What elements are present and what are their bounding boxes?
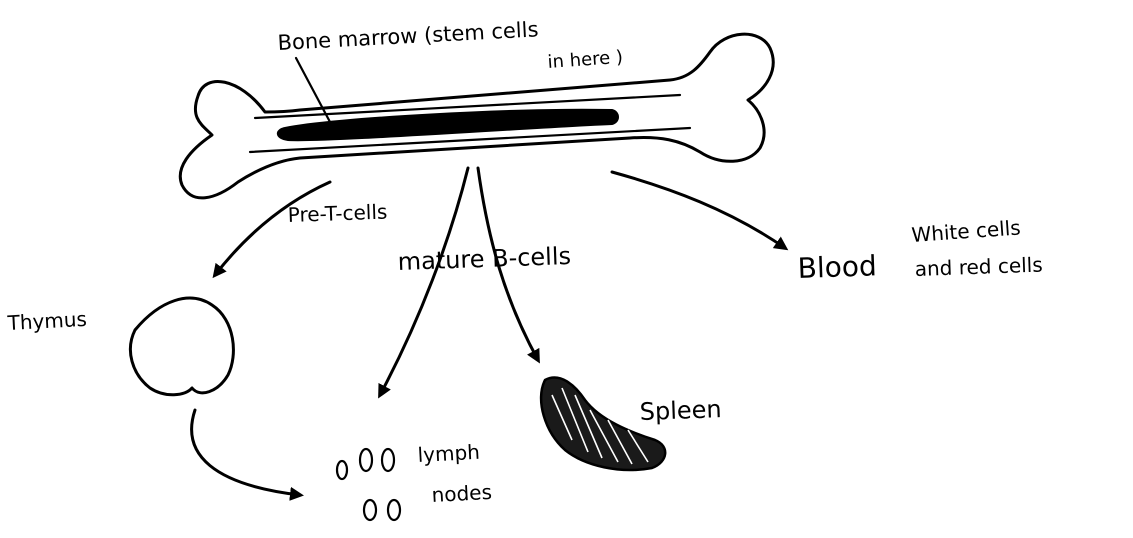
marrow-pointer-line bbox=[296, 58, 330, 122]
thymus-shape bbox=[130, 298, 233, 395]
arrow-to-lymph-nodes bbox=[380, 168, 468, 395]
lymph-node-icon bbox=[360, 449, 372, 471]
white-cells-label: White cells bbox=[911, 215, 1022, 247]
arrow-to-thymus bbox=[215, 182, 330, 275]
mature-b-cells-label: mature B-cells bbox=[397, 242, 571, 276]
bone-marrow-label-line1: Bone marrow (stem cells bbox=[277, 17, 539, 55]
lymph-node-icon bbox=[337, 461, 347, 479]
lymph-node-icon bbox=[388, 500, 400, 520]
lymph-node-icon bbox=[364, 500, 376, 520]
spleen-label: Spleen bbox=[639, 395, 722, 426]
bone-marrow-label-line2: in here ) bbox=[547, 47, 624, 73]
lymph-node-icon bbox=[382, 449, 394, 471]
thymus-label: Thymus bbox=[6, 307, 87, 335]
lymph-label: lymph bbox=[417, 440, 480, 467]
bone bbox=[180, 34, 773, 198]
lymph-node-icons bbox=[337, 449, 400, 520]
nodes-label: nodes bbox=[431, 480, 493, 507]
pre-t-cells-label: Pre-T-cells bbox=[287, 200, 387, 227]
arrow-to-blood bbox=[612, 172, 785, 248]
red-cells-label: and red cells bbox=[914, 253, 1043, 281]
arrow-thymus-to-lymph bbox=[192, 410, 300, 495]
blood-label: Blood bbox=[797, 249, 877, 285]
